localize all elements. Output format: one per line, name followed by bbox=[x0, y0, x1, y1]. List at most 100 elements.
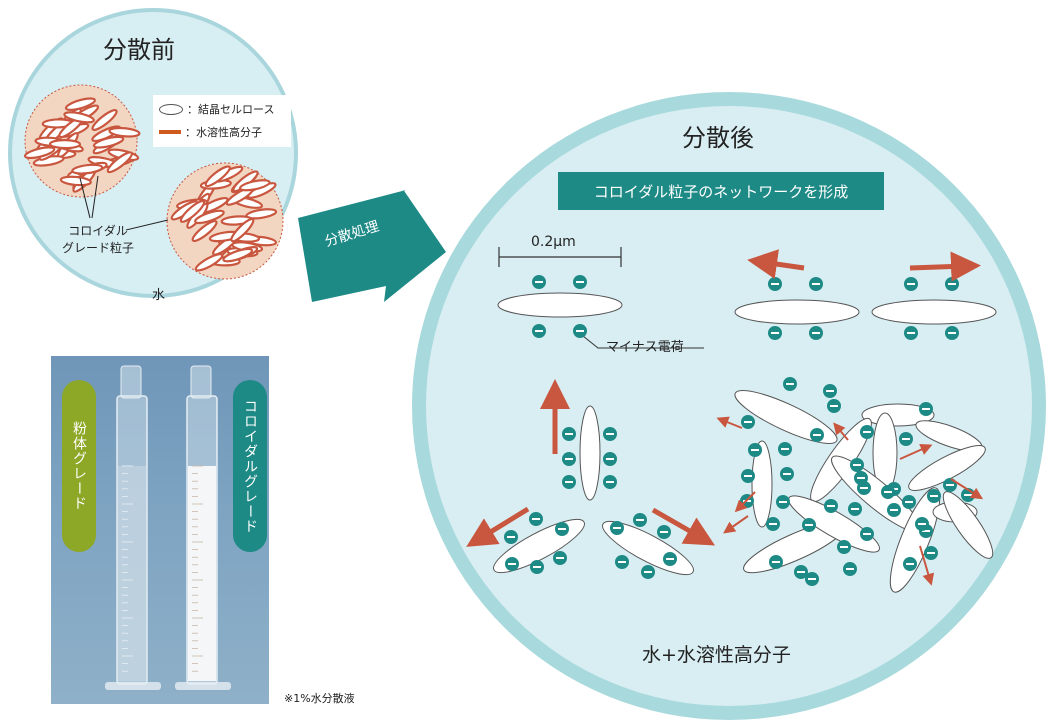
minus-sign bbox=[565, 458, 573, 460]
cellulose-crystal bbox=[71, 163, 104, 175]
cellulose-crystal bbox=[23, 146, 56, 160]
before-title: 分散前 bbox=[103, 36, 175, 64]
motion-arrow bbox=[919, 545, 935, 586]
minus-sign bbox=[863, 533, 871, 535]
cellulose-crystal bbox=[194, 209, 225, 225]
minus-sign bbox=[786, 383, 794, 385]
negative-charge-label: マイナス電荷 bbox=[606, 340, 684, 355]
minus-sign bbox=[606, 458, 614, 460]
motion-arrow bbox=[909, 251, 981, 282]
minus-sign bbox=[805, 524, 813, 526]
cellulose-crystal bbox=[59, 175, 92, 187]
motion-arrow bbox=[734, 491, 756, 513]
minus-sign bbox=[812, 283, 820, 285]
minus-sign bbox=[751, 449, 759, 451]
minus-sign bbox=[660, 531, 668, 533]
cellulose-particle bbox=[889, 487, 941, 593]
dispersion-note: ※1%水分散液 bbox=[284, 692, 355, 705]
dispersion-arrow bbox=[298, 190, 446, 302]
minus-sign bbox=[927, 552, 935, 554]
ellipse-icon bbox=[159, 103, 183, 115]
charge-pointer bbox=[577, 331, 704, 349]
legend: ：結晶セルロース ：水溶性高分子 bbox=[153, 95, 291, 147]
legend-item-polymer: ：水溶性高分子 bbox=[159, 124, 262, 140]
cellulose-particle bbox=[788, 495, 880, 553]
scale-label: 0.2μm bbox=[531, 234, 576, 250]
cellulose-crystal bbox=[204, 165, 231, 188]
minus-sign bbox=[930, 495, 938, 497]
minus-sign bbox=[532, 518, 540, 520]
motion-arrow bbox=[723, 515, 749, 534]
motion-arrow bbox=[716, 416, 743, 429]
minus-sign bbox=[606, 481, 614, 483]
minus-sign bbox=[507, 536, 515, 538]
minus-sign bbox=[902, 438, 910, 440]
minus-sign bbox=[779, 501, 787, 503]
minus-sign bbox=[666, 558, 674, 560]
cellulose-crystal bbox=[91, 109, 118, 131]
minus-sign bbox=[948, 332, 956, 334]
cellulose-crystal bbox=[239, 179, 271, 192]
motion-arrow bbox=[899, 443, 933, 460]
cellulose-particle bbox=[942, 491, 994, 559]
minus-sign bbox=[830, 405, 838, 407]
minus-sign bbox=[857, 477, 865, 479]
minus-sign bbox=[946, 484, 954, 486]
minus-sign bbox=[851, 508, 859, 510]
minus-sign bbox=[890, 509, 898, 511]
minus-sign bbox=[906, 563, 914, 565]
motion-arrow bbox=[466, 506, 530, 547]
motion-arrow bbox=[950, 478, 984, 500]
minus-sign bbox=[744, 421, 752, 423]
minus-sign bbox=[922, 530, 930, 532]
cellulose-particle bbox=[751, 440, 773, 528]
aggregate-particles-illustration bbox=[23, 84, 284, 280]
minus-sign bbox=[826, 390, 834, 392]
graduated-cylinders-image bbox=[105, 365, 231, 690]
minus-sign bbox=[644, 571, 652, 573]
after-title: 分散後 bbox=[682, 124, 754, 152]
minus-sign bbox=[860, 487, 868, 489]
minus-sign bbox=[769, 523, 777, 525]
minus-sign bbox=[884, 491, 892, 493]
minus-sign bbox=[558, 528, 566, 530]
minus-sign bbox=[771, 283, 779, 285]
minus-sign bbox=[813, 434, 821, 436]
minus-sign bbox=[797, 571, 805, 573]
minus-sign bbox=[556, 557, 564, 559]
cellulose-crystal bbox=[194, 253, 224, 272]
orange-line-icon bbox=[159, 130, 181, 134]
minus-sign bbox=[772, 561, 780, 563]
minus-sign bbox=[606, 433, 614, 435]
cellulose-crystal bbox=[179, 199, 206, 223]
minus-sign bbox=[863, 431, 871, 433]
cellulose-particle bbox=[908, 445, 986, 491]
cylinder-photo: 粉体グレード コロイダルグレード bbox=[51, 356, 269, 704]
colloid-particle-label: コロイダル グレード粒子 bbox=[62, 224, 135, 255]
medium-label: 水+水溶性高分子 bbox=[642, 644, 791, 666]
minus-sign bbox=[576, 330, 584, 332]
minus-sign bbox=[808, 578, 816, 580]
cellulose-crystal bbox=[191, 219, 218, 243]
motion-arrow bbox=[747, 249, 805, 279]
minus-sign bbox=[907, 332, 915, 334]
motion-arrow bbox=[651, 507, 716, 546]
minus-sign bbox=[508, 563, 516, 565]
minus-sign bbox=[613, 527, 621, 529]
powder-grade-tag: 粉体グレード bbox=[62, 380, 96, 552]
minus-sign bbox=[535, 330, 543, 332]
minus-sign bbox=[827, 505, 835, 507]
cellulose-crystal bbox=[92, 135, 125, 149]
minus-sign bbox=[565, 481, 573, 483]
minus-sign bbox=[948, 283, 956, 285]
minus-sign bbox=[853, 464, 861, 466]
minus-sign bbox=[576, 281, 584, 283]
cellulose-crystal bbox=[48, 139, 82, 150]
cellulose-particle bbox=[871, 299, 997, 325]
cellulose-crystal bbox=[64, 97, 96, 111]
minus-sign bbox=[846, 568, 854, 570]
motion-arrow bbox=[833, 422, 849, 441]
cellulose-crystal bbox=[222, 247, 254, 263]
cellulose-particle bbox=[497, 292, 623, 318]
minus-sign bbox=[918, 523, 926, 525]
